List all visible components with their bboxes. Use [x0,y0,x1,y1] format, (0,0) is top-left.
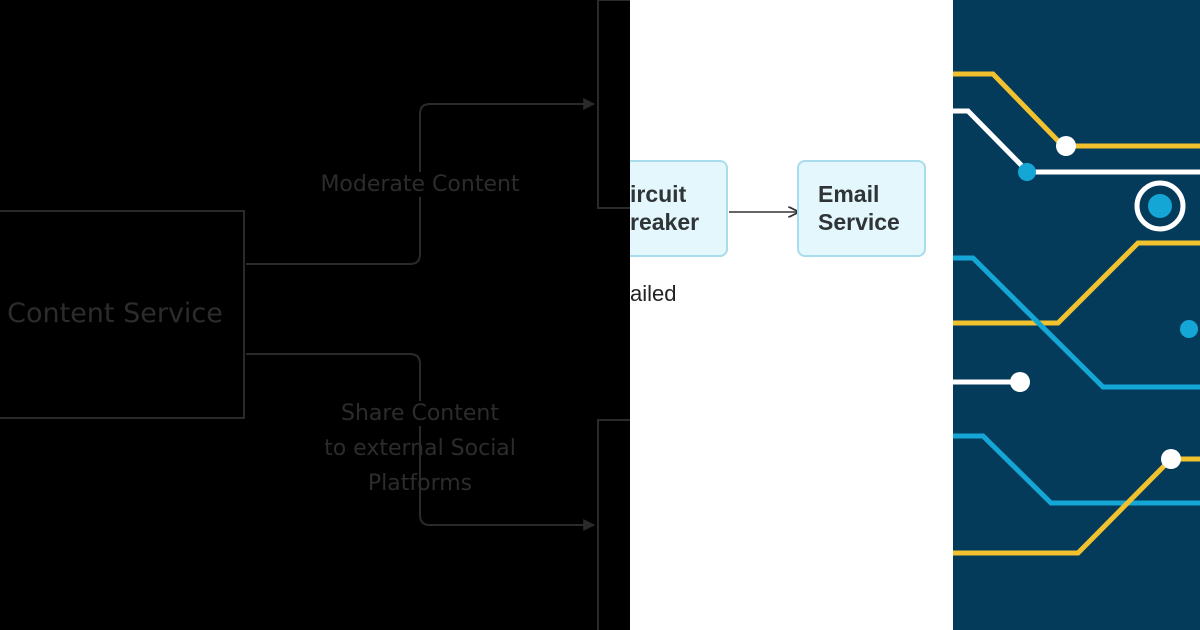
share-label-line-2: to external Social [324,436,516,461]
content-service-diagram-canvas [0,0,630,630]
circuit-trace-graphic [953,0,1200,630]
yellow-trace-2 [953,240,1200,326]
share-label-line-3: Platforms [367,471,473,496]
circuit-breaker-label-line-2: reaker [630,209,700,235]
target-core [1148,194,1172,218]
white-trace-1 [953,108,1200,175]
email-service-label-line-2: Service [818,209,900,235]
circuit-breaker-edges [729,0,953,630]
content-service-label: Content Service [7,298,223,329]
circuit-breaker-label-line-1: ircuit [630,181,687,207]
content-service-diagram: Content Service Moderate Content Share C… [0,0,630,630]
blue-node-2 [1180,320,1198,338]
failed-text: ailed [630,281,677,306]
email-service-label: Email Service [818,180,900,236]
share-label-line-1: Share Content [300,401,540,426]
moderate-content-label: Moderate Content [300,172,540,197]
email-service-label-line-1: Email [818,181,880,207]
blue-trace-1 [953,255,1200,390]
email-service-node [797,160,926,257]
white-node-1 [1056,136,1076,156]
content-service-box [0,210,245,419]
social-target-box [597,419,630,630]
blue-node-1 [1018,163,1036,181]
white-node-2 [1010,372,1030,392]
yellow-trace-3 [953,456,1200,556]
circuit-breaker-node [630,160,728,257]
target-ring [1134,180,1186,232]
share-edge [246,353,596,531]
yellow-trace-1 [953,71,1200,149]
white-node-3 [1161,449,1181,469]
circuit-breaker-label: ircuit reaker [630,180,699,236]
circuit-breaker-diagram: ircuit reaker Email Service ailed [630,0,953,630]
circuit-trace-canvas [953,71,1200,556]
moderation-target-box [597,0,630,209]
